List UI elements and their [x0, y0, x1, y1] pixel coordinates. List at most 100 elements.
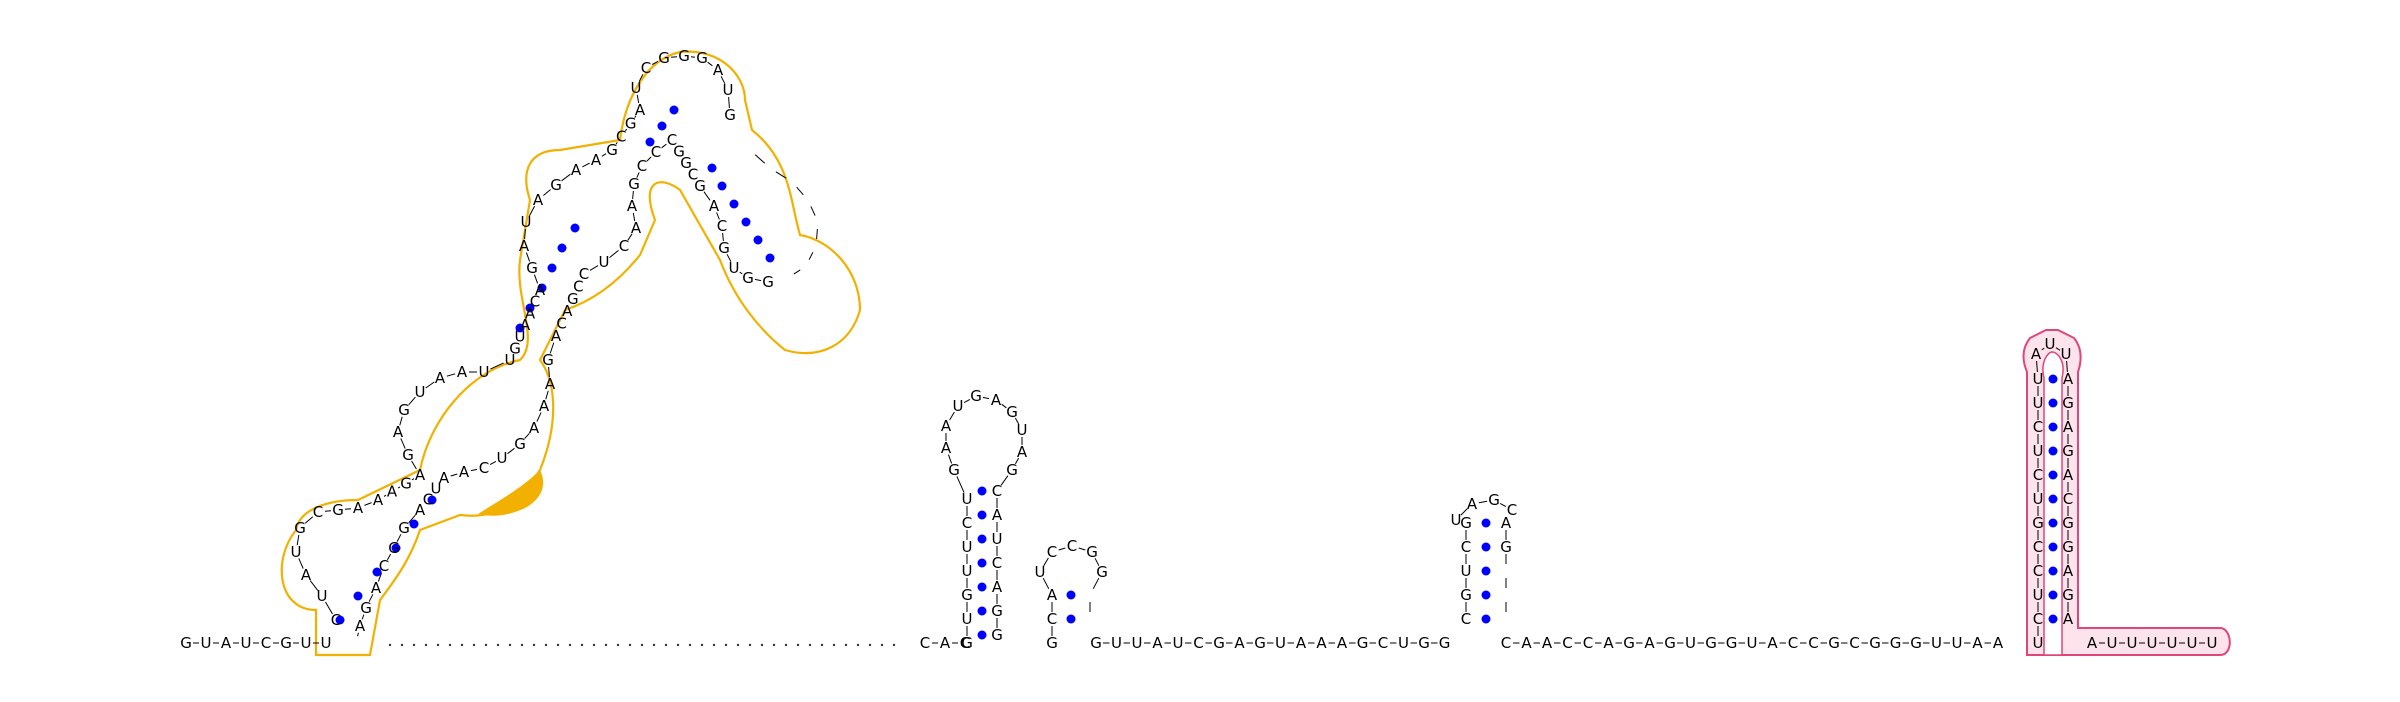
nucleotide-linker-3p: G: [1726, 634, 1738, 652]
unstructured-linker-dot: [880, 643, 884, 647]
nucleotide-hairpin-2: G: [1096, 563, 1108, 581]
bond-hairpin-2: [1078, 547, 1086, 551]
unstructured-linker-dot: [568, 643, 572, 647]
nucleotide-hairpin-3: C: [1461, 538, 1471, 556]
nucleotide-aptamer-left: U: [415, 383, 426, 401]
bond-aptamer-left: [411, 460, 417, 470]
nucleotide-five-prime-strand: U: [321, 634, 332, 652]
nucleotide-aptamer-right: A: [631, 219, 642, 237]
unstructured-linker-dot: [832, 643, 836, 647]
bond-aptamer-right: [545, 390, 549, 400]
nucleotide-aptamer-left: A: [435, 369, 446, 387]
nucleotide-aptamer-right: A: [539, 397, 550, 415]
unstructured-linker-dot: [556, 643, 560, 647]
base-pair-dot-aptamer: [717, 181, 727, 191]
nucleotide-hairpin-1: U: [953, 397, 964, 415]
unstructured-linker-dot: [640, 643, 644, 647]
bond-aptamer-right: [548, 366, 550, 378]
bond-aptamer-left: [304, 516, 314, 524]
bond-aptamer-left: [524, 228, 526, 240]
nucleotide-aptamer-right: C: [423, 490, 433, 508]
nucleotide-terminator: U: [2033, 370, 2044, 388]
bond-aptamer-left: [324, 510, 332, 512]
nucleotide-aptamer-left: A: [535, 281, 546, 299]
nucleotide-terminator: U: [2033, 442, 2044, 460]
bond-terminator: [2055, 347, 2061, 351]
bond-hairpin-2: [1092, 577, 1100, 590]
base-pair-dot-aptamer: [525, 303, 535, 313]
bond-aptamer-left: [707, 61, 713, 67]
nucleotide-middle-linker: G: [1418, 634, 1430, 652]
unstructured-linker-dot: [856, 643, 860, 647]
nucleotide-aptamer-left: A: [415, 466, 426, 484]
base-pair-dot-hairpin-1: [977, 582, 987, 592]
nucleotide-linker-3p: C: [1788, 634, 1798, 652]
nucleotide-middle-linker: A: [1296, 634, 1307, 652]
nucleotide-terminator: G: [2062, 442, 2074, 460]
bond-aptamer-right: [754, 278, 762, 282]
bond-aptamer-right: [739, 271, 743, 275]
bond-aptamer-right: [368, 594, 374, 602]
nucleotide-aptamer-left: A: [393, 423, 404, 441]
bond-aptamer-right: [609, 250, 619, 258]
unstructured-linker-dot: [796, 643, 800, 647]
nucleotide-hairpin-2: C: [1047, 543, 1057, 561]
bond-aptamer-left: [446, 373, 456, 377]
nucleotide-aptamer-left: U: [505, 351, 516, 369]
base-pair-dot-aptamer: [557, 243, 567, 253]
bond-aptamer-right: [632, 212, 636, 222]
base-pair-dot-aptamer: [707, 163, 717, 173]
nucleotide-terminator: A: [2063, 610, 2074, 628]
bond-hairpin-2: [1058, 547, 1066, 551]
unstructured-linker-dot: [436, 643, 440, 647]
nucleotide-hairpin-1: U: [962, 538, 973, 556]
nucleotide-aptamer-right: A: [371, 579, 382, 597]
nucleotide-aptamer-right: C: [573, 277, 583, 295]
nucleotide-aptamer-right: G: [673, 143, 685, 161]
nucleotide-hairpin-1: G: [961, 634, 973, 652]
nucleotide-linker-3p: G: [1705, 634, 1717, 652]
unstructured-linker-dot: [676, 643, 680, 647]
nucleotide-linker-3p: C: [1808, 634, 1818, 652]
nucleotide-hairpin-1: C: [962, 514, 972, 532]
base-pair-dot-terminator: [2048, 518, 2058, 528]
bond-aptamer-left: [397, 486, 401, 489]
nucleotide-middle-linker: U: [1398, 634, 1409, 652]
nucleotide-aptamer-right: G: [567, 290, 579, 308]
bond-aptamer-left: [816, 228, 818, 240]
bond-aptamer-left: [525, 252, 531, 262]
domain-outlines: [280, 50, 2231, 657]
base-pair-dot-hairpin-1: [977, 630, 987, 640]
base-pair-dot-hairpin-2: [1066, 590, 1076, 600]
nucleotide-linker-3p: C: [1501, 634, 1511, 652]
unstructured-linker-dot: [628, 643, 632, 647]
nucleotide-aptamer-right: C: [379, 557, 389, 575]
bond-aptamer-left: [810, 206, 816, 216]
nucleotide-aptamer-left: G: [606, 141, 618, 159]
unstructured-linker-dot: [544, 643, 548, 647]
nucleotide-linker-3p: G: [1664, 634, 1676, 652]
nucleotide-aptamer-left: A: [387, 483, 398, 501]
terminator-outline: [2022, 329, 2231, 656]
nucleotide-hairpin-1: C: [992, 554, 1002, 572]
nucleotide-middle-linker: A: [1152, 634, 1163, 652]
nucleotide-terminator: U: [2033, 634, 2044, 652]
nucleotide-aptamer-right: C: [637, 157, 647, 175]
nucleotide-linker-5p: C: [960, 634, 970, 652]
nucleotide-middle-linker: U: [1275, 634, 1286, 652]
base-pair-dot-hairpin-1: [977, 558, 987, 568]
nucleotide-hairpin-1: U: [962, 610, 973, 628]
bond-aptamer-left: [408, 396, 416, 406]
bond-aptamer-right: [377, 572, 383, 582]
bond-aptamer-left: [298, 558, 304, 569]
bond-aptamer-left: [720, 76, 726, 84]
unstructured-linker-dot: [460, 643, 464, 647]
bond-aptamer-right: [386, 553, 392, 561]
nucleotide-middle-linker: G: [1357, 634, 1369, 652]
bond-aptamer-right: [450, 473, 458, 477]
nucleotide-middle-linker: A: [1234, 634, 1245, 652]
nucleotide-linker-3p: C: [1583, 634, 1593, 652]
unstructured-linker-dot: [580, 643, 584, 647]
